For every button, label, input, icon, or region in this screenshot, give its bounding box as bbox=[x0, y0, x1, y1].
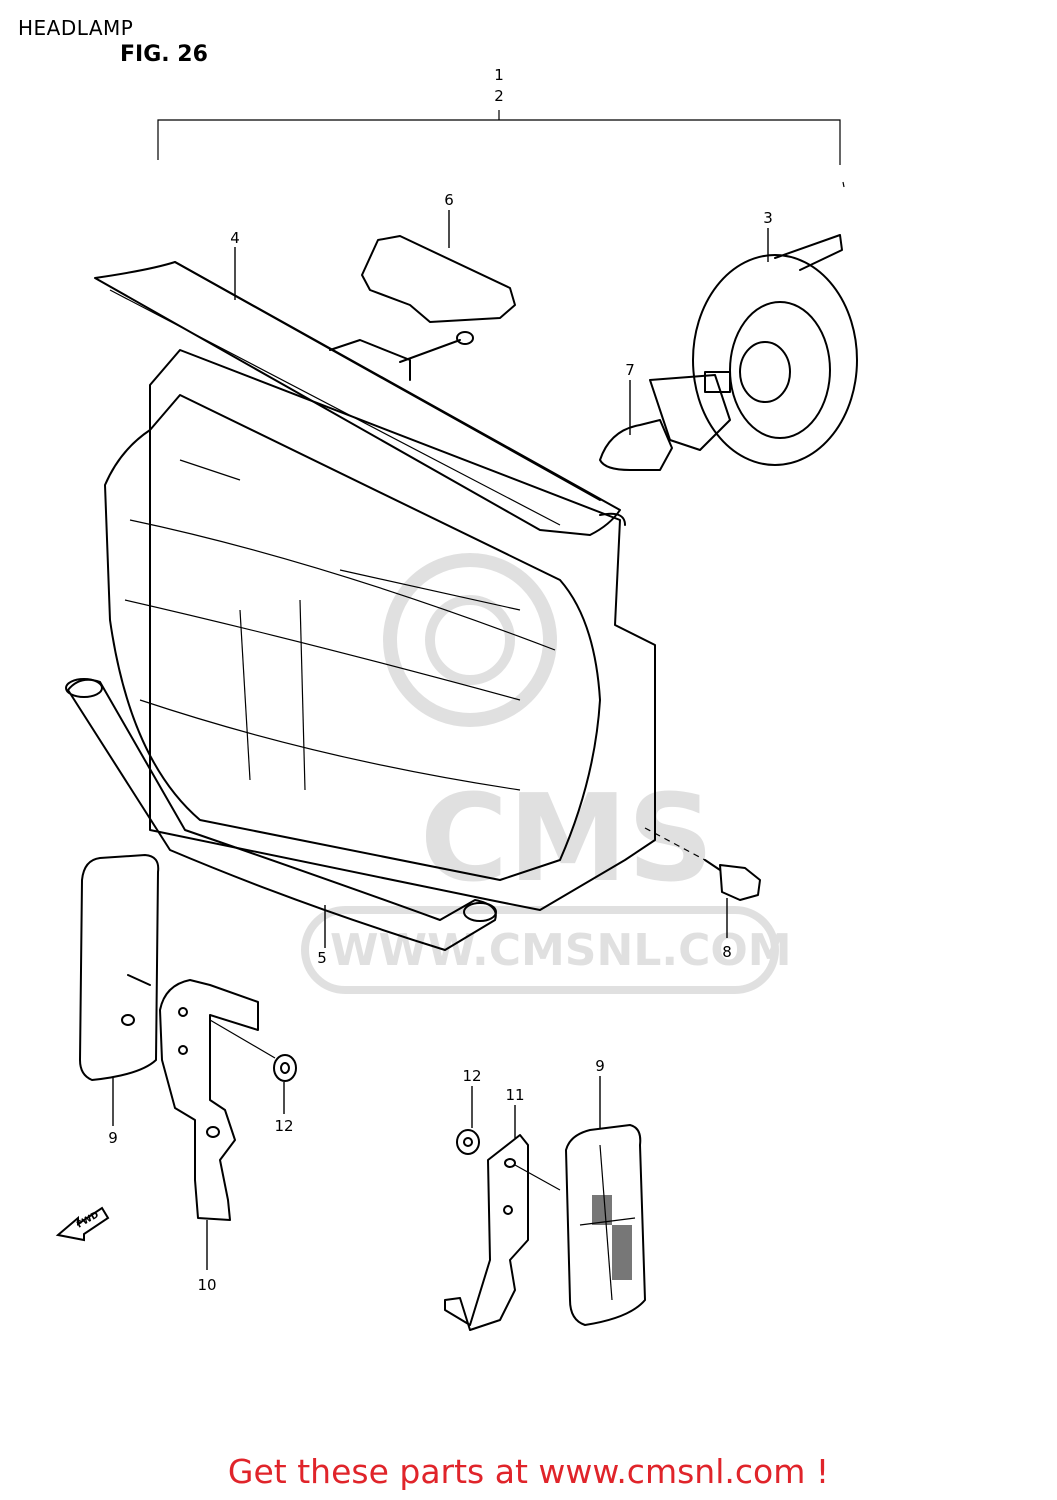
part-5-lower-trim bbox=[65, 678, 497, 951]
fwd-label: FWD bbox=[75, 1210, 100, 1230]
watermark-brand: CMS bbox=[420, 770, 714, 909]
callout-4: 4 bbox=[230, 229, 240, 247]
cms-logo-watermark: CMS WWW.CMSNL.COM bbox=[301, 553, 792, 994]
callout-9-left: 9 bbox=[108, 1129, 118, 1147]
fwd-arrow-icon: FWD bbox=[55, 1206, 110, 1242]
callout-8: 8 bbox=[722, 943, 732, 961]
callout-7: 7 bbox=[625, 361, 635, 379]
part-9-reflector-left bbox=[79, 854, 160, 1081]
callout-2: 2 bbox=[494, 87, 504, 105]
figure-label: FIG. 26 bbox=[120, 42, 208, 67]
callout-6: 6 bbox=[444, 191, 454, 209]
callout-3: 3 bbox=[763, 209, 773, 227]
callout-leaders bbox=[112, 210, 769, 1270]
part-lens bbox=[104, 394, 601, 881]
part-9-reflector-right bbox=[565, 1124, 646, 1326]
callout-10: 10 bbox=[197, 1276, 216, 1294]
part-6-cap bbox=[361, 235, 516, 323]
callout-5: 5 bbox=[317, 949, 327, 967]
callout-1: 1 bbox=[494, 66, 504, 84]
callout-numbers: 1 2 3 4 5 6 7 8 9 9 10 11 12 12 bbox=[108, 66, 773, 1294]
callout-12-left: 12 bbox=[274, 1117, 293, 1135]
get-parts-link[interactable]: Get these parts at www.cmsnl.com ! bbox=[227, 1452, 830, 1491]
part-7-bulb bbox=[599, 371, 731, 471]
page-title: HEADLAMP bbox=[18, 16, 134, 40]
headlamp-exploded-diagram: CMS WWW.CMSNL.COM bbox=[55, 66, 858, 1331]
part-12-nut-left bbox=[209, 1019, 297, 1082]
part-11-bracket bbox=[444, 1134, 561, 1331]
part-12-nut-right bbox=[456, 1129, 480, 1155]
part-10-bracket bbox=[127, 974, 259, 1221]
callout-11: 11 bbox=[505, 1086, 524, 1104]
part-3-socket-cover bbox=[692, 234, 858, 466]
part-headlamp-housing bbox=[149, 331, 656, 911]
assembly-bracket bbox=[157, 110, 845, 188]
callout-9-right: 9 bbox=[595, 1057, 605, 1075]
watermark-url: WWW.CMSNL.COM bbox=[330, 925, 792, 976]
callout-12-right: 12 bbox=[462, 1067, 481, 1085]
part-4-visor bbox=[94, 261, 621, 536]
part-8-bolt bbox=[644, 827, 761, 901]
